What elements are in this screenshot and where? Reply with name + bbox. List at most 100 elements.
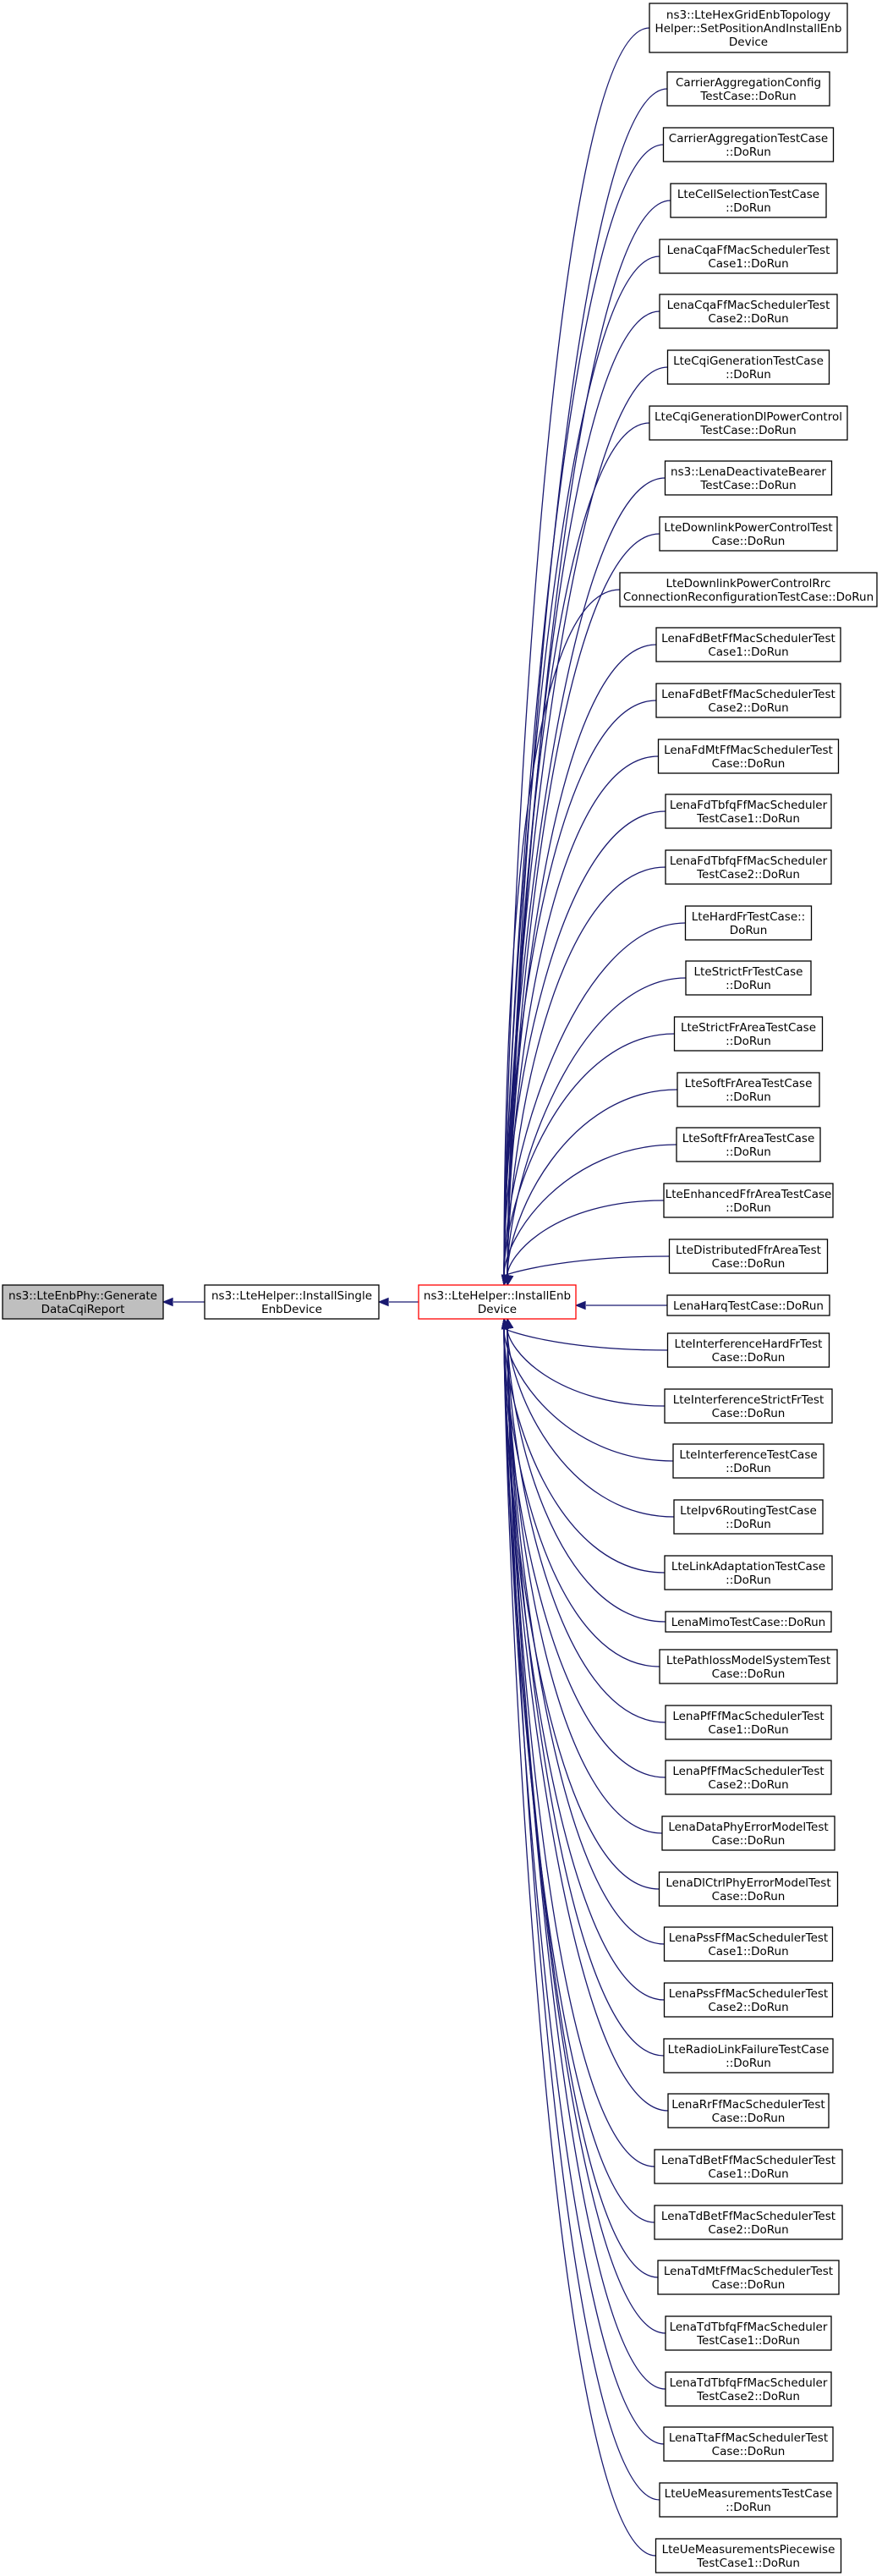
node-caller-5-label-line-2: Case1::DoRun xyxy=(708,257,788,271)
edge-caller-5 xyxy=(503,255,660,1277)
node-caller-32-label-line-2: Case1::DoRun xyxy=(708,1723,788,1737)
edge-caller-35 xyxy=(503,1327,660,1890)
node-caller-28[interactable]: LteIpv6RoutingTestCase::DoRun xyxy=(673,1499,824,1535)
edge-caller-6 xyxy=(507,310,660,1277)
node-caller-20-label-line-2: ::DoRun xyxy=(726,1090,771,1104)
node-ltehelper-installsingleenbdevice-box xyxy=(204,1284,380,1320)
node-caller-19[interactable]: LteStrictFrAreaTestCase::DoRun xyxy=(673,1016,824,1052)
node-caller-7-box xyxy=(666,349,830,385)
node-caller-18-label-line-1: LteStrictFrTestCase xyxy=(694,965,803,979)
node-caller-31-label-line-1: LtePathlossModelSystemTest xyxy=(666,1654,830,1667)
edge-caller-20 xyxy=(507,1089,678,1277)
node-caller-38[interactable]: LteRadioLinkFailureTestCase::DoRun xyxy=(663,2038,834,2073)
node-caller-29-box xyxy=(664,1555,833,1590)
node-caller-10-label-line-2: Case::DoRun xyxy=(712,535,786,548)
node-caller-16-label-line-2: TestCase2::DoRun xyxy=(696,868,800,882)
node-caller-28-box xyxy=(673,1499,824,1535)
edge-caller-17 xyxy=(503,922,686,1277)
node-caller-24[interactable]: LenaHarqTestCase::DoRun xyxy=(666,1294,830,1316)
node-caller-44-box xyxy=(665,2371,832,2407)
node-caller-41-label-line-1: LenaTdBetFfMacSchedulerTest xyxy=(661,2210,835,2223)
node-caller-16-label-line-1: LenaFdTbfqFfMacScheduler xyxy=(670,854,828,868)
node-caller-4[interactable]: LteCellSelectionTestCase::DoRun xyxy=(670,183,827,218)
node-caller-17[interactable]: LteHardFrTestCase::DoRun xyxy=(684,905,813,941)
node-caller-40-label-line-1: LenaTdBetFfMacSchedulerTest xyxy=(661,2154,835,2167)
node-caller-47-box xyxy=(655,2538,842,2573)
node-lteenbphy-generatedatacqireport-label-line-2: DataCqiReport xyxy=(41,1303,125,1316)
node-caller-41-box xyxy=(654,2205,843,2240)
node-caller-39-label-line-2: Case::DoRun xyxy=(712,2112,786,2125)
node-caller-8[interactable]: LteCqiGenerationDlPowerControlTestCase::… xyxy=(649,405,848,441)
node-caller-3[interactable]: CarrierAggregationTestCase::DoRun xyxy=(662,127,835,162)
node-caller-41-label-line-2: Case2::DoRun xyxy=(708,2223,788,2237)
node-caller-13-label-line-1: LenaFdBetFfMacSchedulerTest xyxy=(661,688,835,701)
node-caller-20[interactable]: LteSoftFrAreaTestCase::DoRun xyxy=(677,1072,820,1107)
edge-caller-27 xyxy=(503,1327,674,1462)
node-caller-28-label-line-1: LteIpv6RoutingTestCase xyxy=(680,1504,817,1518)
edge-caller-22 xyxy=(507,1200,665,1277)
node-caller-30[interactable]: LenaMimoTestCase::DoRun xyxy=(665,1611,832,1633)
node-caller-11[interactable]: LteDownlinkPowerControlRrcConnectionReco… xyxy=(619,572,878,607)
node-caller-3-label-line-1: CarrierAggregationTestCase xyxy=(669,132,828,146)
node-caller-29-label-line-1: LteLinkAdaptationTestCase xyxy=(671,1560,825,1574)
node-caller-47[interactable]: LteUeMeasurementsPiecewiseTestCase1::DoR… xyxy=(655,2538,842,2573)
node-caller-6-label-line-2: Case2::DoRun xyxy=(708,312,788,326)
edge-caller-11 xyxy=(503,589,621,1277)
node-caller-9-label-line-2: TestCase::DoRun xyxy=(699,479,796,492)
node-caller-14-box xyxy=(657,739,840,774)
edge-caller-38 xyxy=(507,1327,665,2057)
node-caller-22[interactable]: LteEnhancedFfrAreaTestCase::DoRun xyxy=(663,1183,834,1218)
node-caller-19-box xyxy=(673,1016,824,1052)
node-lteenbphy-generatedatacqireport-label-line-1: ns3::LteEnbPhy::Generate xyxy=(8,1289,157,1303)
node-ltehelper-installenbdevice-label-line-2: Device xyxy=(478,1303,517,1316)
node-caller-12-box xyxy=(655,627,841,662)
node-caller-45-box xyxy=(663,2426,834,2462)
node-caller-12-label-line-2: Case1::DoRun xyxy=(708,645,788,659)
node-caller-18[interactable]: LteStrictFrTestCase::DoRun xyxy=(685,960,812,996)
edge-caller-45 xyxy=(503,1327,665,2445)
node-caller-21[interactable]: LteSoftFfrAreaTestCase::DoRun xyxy=(676,1127,821,1162)
node-caller-46-label-line-1: LteUeMeasurementsTestCase xyxy=(665,2487,833,2501)
node-caller-29[interactable]: LteLinkAdaptationTestCase::DoRun xyxy=(664,1555,833,1590)
node-caller-44-label-line-2: TestCase2::DoRun xyxy=(696,2390,800,2403)
node-caller-46[interactable]: LteUeMeasurementsTestCase::DoRun xyxy=(659,2482,838,2518)
edge-caller-12 xyxy=(507,644,657,1277)
node-caller-27[interactable]: LteInterferenceTestCase::DoRun xyxy=(672,1443,824,1479)
node-caller-7[interactable]: LteCqiGenerationTestCase::DoRun xyxy=(666,349,830,385)
node-caller-1-label-line-3: Device xyxy=(729,36,768,49)
call-nodes: ns3::LteEnbPhy::GenerateDataCqiReportns3… xyxy=(2,3,878,2573)
node-caller-23-label-line-2: Case::DoRun xyxy=(712,1257,786,1271)
node-caller-1[interactable]: ns3::LteHexGridEnbTopologyHelper::SetPos… xyxy=(649,3,848,53)
node-caller-26-label-line-1: LteInterferenceStrictFrTest xyxy=(673,1393,824,1407)
